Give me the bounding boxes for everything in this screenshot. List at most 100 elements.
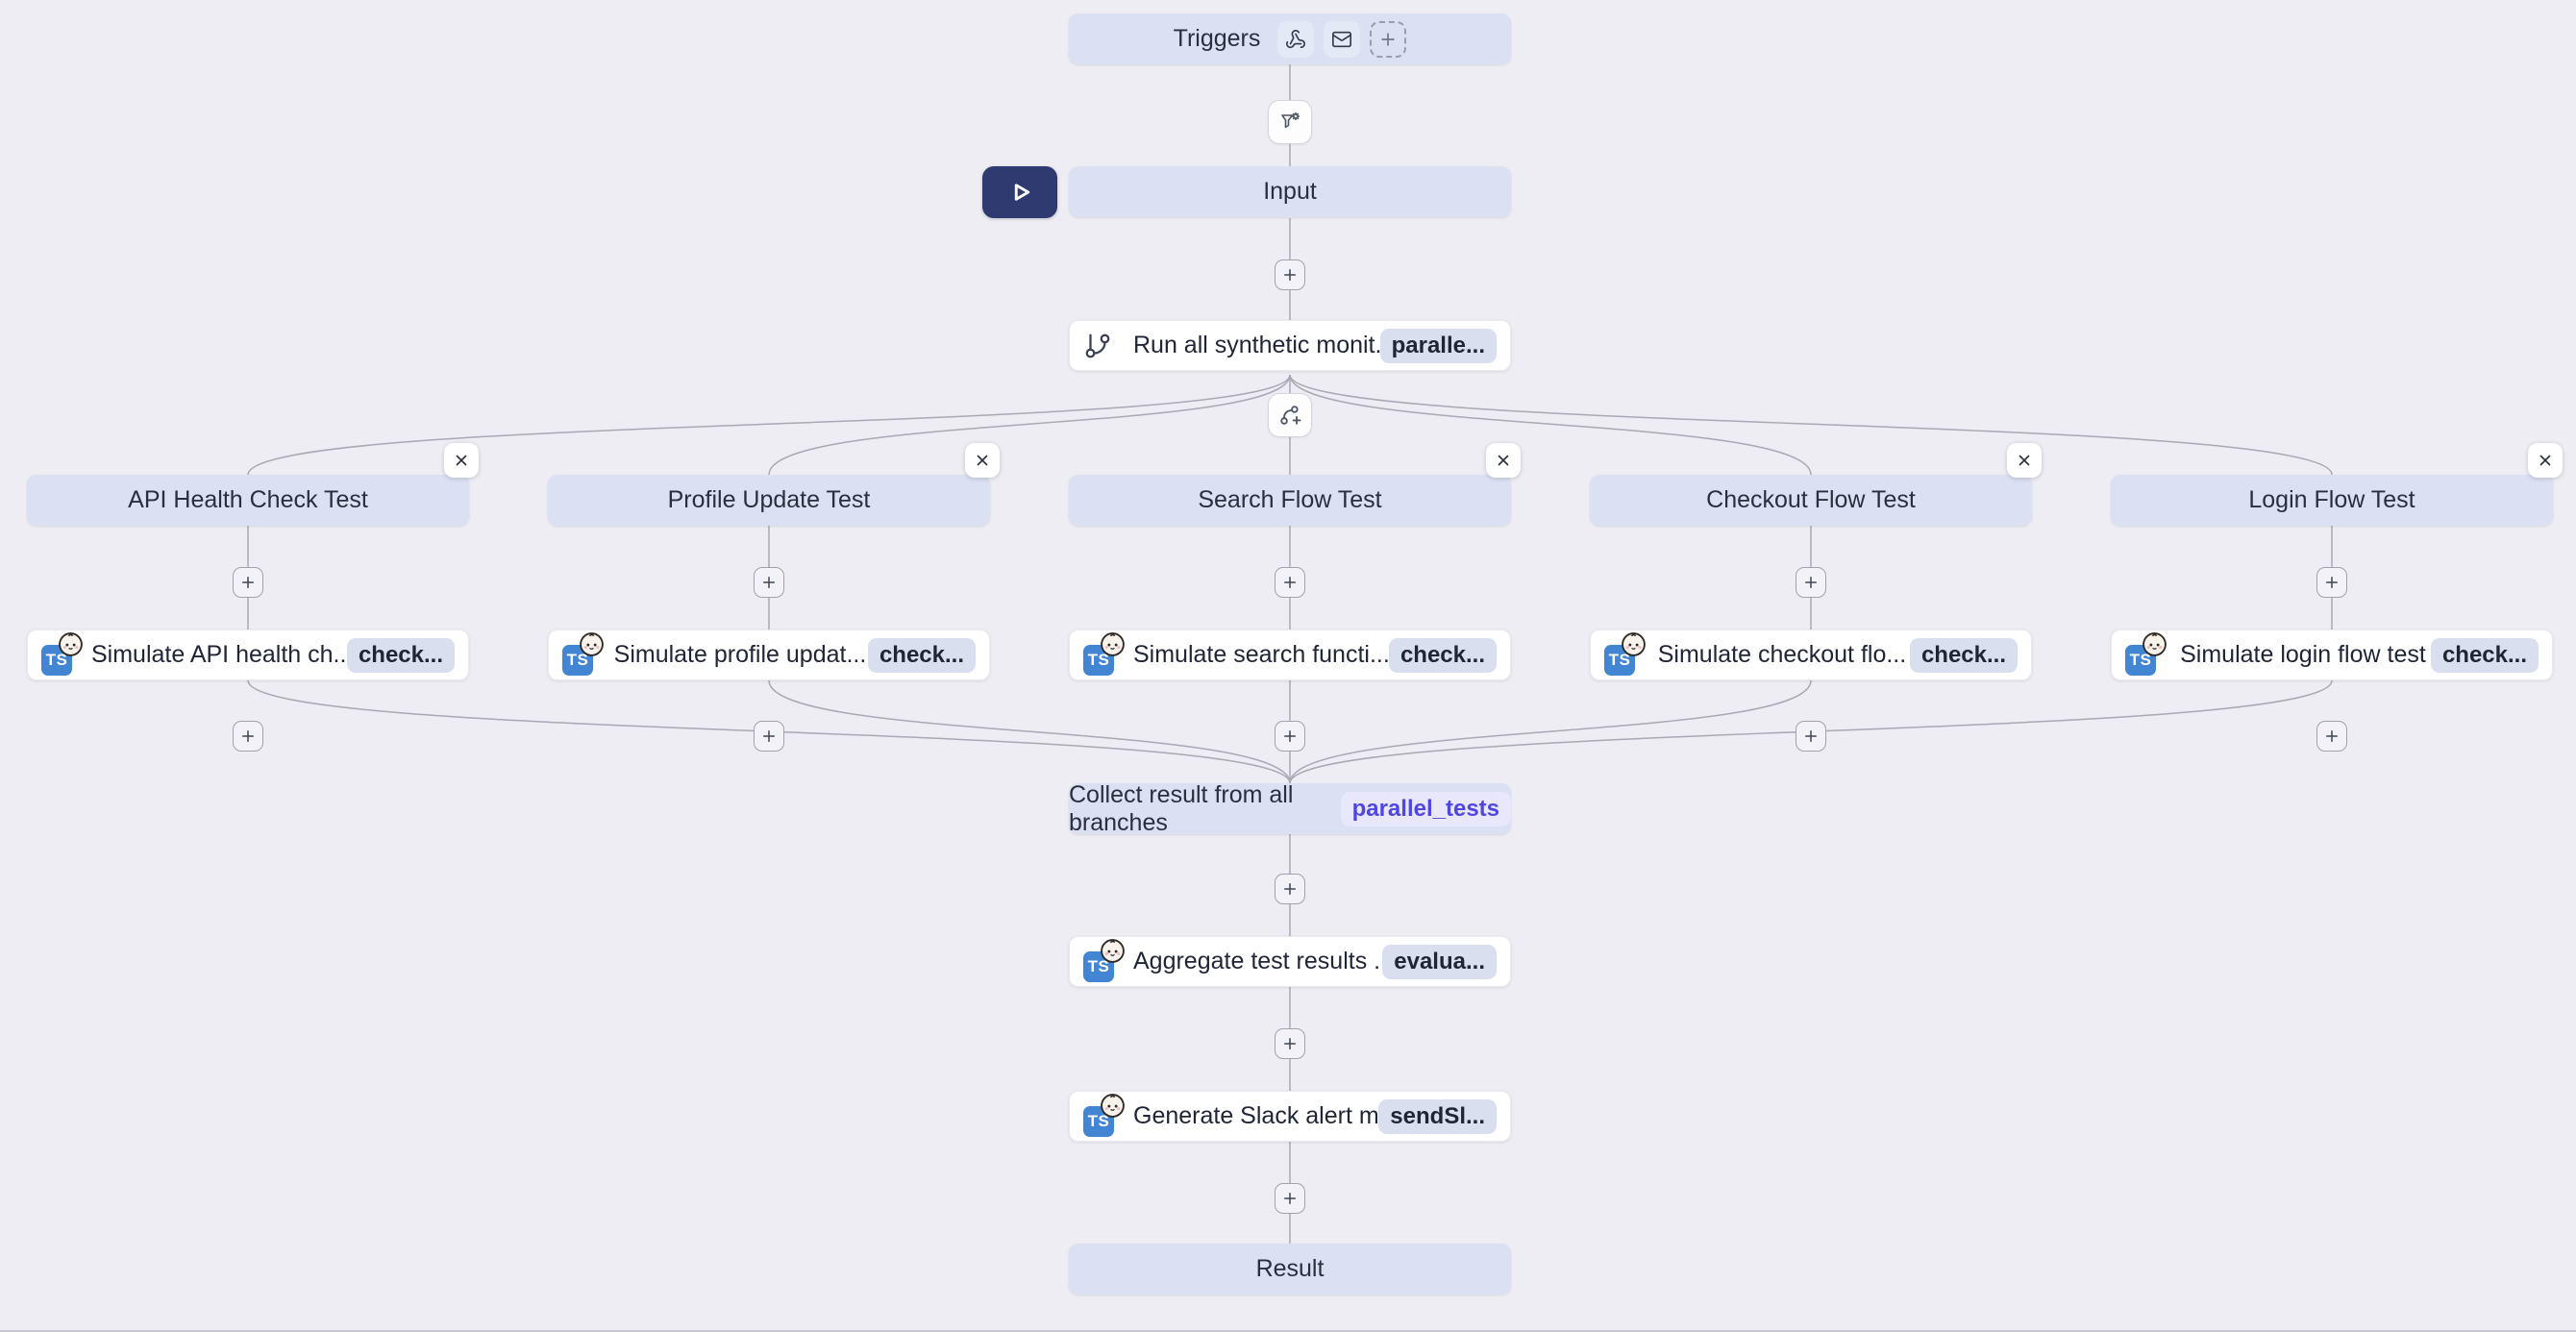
typescript-bun-icon: TS	[2125, 631, 2175, 676]
email-trigger-button[interactable]	[1324, 20, 1361, 58]
step-title: Run all synthetic monit...	[1133, 332, 1380, 358]
close-icon	[974, 452, 991, 469]
input-label: Input	[1263, 178, 1317, 205]
remove-branch-button[interactable]	[1486, 443, 1521, 478]
script-step-node[interactable]: TS Simulate search functi... check...	[1069, 629, 1511, 680]
branch-title: API Health Check Test	[128, 486, 368, 513]
branch-header-node[interactable]: Search Flow Test	[1069, 475, 1511, 526]
branch-plus-icon	[1277, 403, 1302, 428]
plus-icon	[1281, 1190, 1299, 1207]
step-title: Simulate checkout flo...	[1657, 641, 1907, 668]
script-step-node[interactable]: TS Simulate login flow test check...	[2111, 629, 2553, 680]
add-step-button[interactable]	[1275, 721, 1305, 752]
collect-title: Collect result from all branches	[1069, 780, 1294, 836]
close-icon	[1495, 452, 1512, 469]
git-branch-icon	[1083, 332, 1133, 360]
step-id-badge: parallel_tests	[1340, 791, 1511, 826]
step-title: Simulate API health ch...	[91, 641, 347, 668]
close-icon	[2016, 452, 2033, 469]
add-branch-button[interactable]	[1268, 393, 1312, 437]
typescript-bun-icon: TS	[41, 631, 91, 676]
typescript-bun-icon: TS	[562, 631, 612, 676]
branch-header-node[interactable]: Profile Update Test	[548, 475, 990, 526]
remove-branch-button[interactable]	[2528, 443, 2563, 478]
plus-icon	[1281, 1035, 1299, 1052]
plus-icon	[760, 574, 778, 591]
step-id-badge: check...	[2430, 637, 2539, 673]
add-step-button[interactable]	[1796, 721, 1826, 752]
remove-branch-button[interactable]	[2007, 443, 2042, 478]
result-node[interactable]: Result	[1069, 1244, 1511, 1295]
step-id-badge: paralle...	[1379, 328, 1497, 363]
step-title: Simulate search functi...	[1133, 641, 1389, 668]
add-step-button[interactable]	[1275, 259, 1305, 290]
add-step-button[interactable]	[233, 567, 263, 598]
triggers-node[interactable]: Triggers	[1069, 13, 1511, 64]
add-step-button[interactable]	[1275, 874, 1305, 904]
plus-icon	[1281, 266, 1299, 284]
filter-settings-icon	[1278, 111, 1301, 134]
add-trigger-button[interactable]	[1370, 20, 1407, 58]
result-label: Result	[1255, 1255, 1325, 1282]
plus-icon	[1281, 880, 1299, 898]
step-id-badge: check...	[346, 637, 455, 673]
branch-title: Profile Update Test	[667, 486, 871, 513]
trigger-filter-button[interactable]	[1268, 100, 1312, 144]
branch-header-node[interactable]: Login Flow Test	[2111, 475, 2553, 526]
plus-icon	[2323, 574, 2341, 591]
step-id-badge: check...	[867, 637, 976, 673]
step-title: Simulate profile updat...	[613, 641, 867, 668]
add-step-button[interactable]	[1275, 1028, 1305, 1059]
step-title: Aggregate test results ...	[1133, 948, 1383, 974]
script-step-node[interactable]: TS Aggregate test results ... evalua...	[1069, 936, 1511, 987]
play-icon	[1005, 178, 1034, 207]
branch-header-node[interactable]: Checkout Flow Test	[1590, 475, 2032, 526]
add-step-button[interactable]	[233, 721, 263, 752]
add-step-button[interactable]	[1275, 1183, 1305, 1214]
collect-branches-node[interactable]: Collect result from all branches paralle…	[1069, 780, 1511, 836]
plus-icon	[1802, 574, 1820, 591]
branch-header-node[interactable]: API Health Check Test	[27, 475, 469, 526]
run-flow-button[interactable]	[982, 166, 1057, 218]
typescript-bun-icon: TS	[1083, 1093, 1133, 1137]
add-step-button[interactable]	[2316, 567, 2347, 598]
typescript-bun-icon: TS	[1604, 631, 1654, 676]
add-step-button[interactable]	[2316, 721, 2347, 752]
webhook-icon	[1285, 29, 1306, 50]
step-id-badge: check...	[1909, 637, 2018, 673]
script-step-node[interactable]: TS Simulate checkout flo... check...	[1590, 629, 2032, 680]
add-step-button[interactable]	[1275, 567, 1305, 598]
plus-icon	[2323, 728, 2341, 745]
add-step-button[interactable]	[754, 721, 784, 752]
branch-title: Checkout Flow Test	[1706, 486, 1916, 513]
step-title: Generate Slack alert m...	[1133, 1102, 1379, 1129]
mail-icon	[1331, 29, 1352, 50]
plus-icon	[239, 728, 257, 745]
step-id-badge: check...	[1388, 637, 1497, 673]
close-icon	[2537, 452, 2554, 469]
typescript-bun-icon: TS	[1083, 938, 1133, 982]
branch-title: Login Flow Test	[2248, 486, 2415, 513]
close-icon	[453, 452, 470, 469]
add-step-button[interactable]	[754, 567, 784, 598]
remove-branch-button[interactable]	[965, 443, 1000, 478]
script-step-node[interactable]: TS Simulate API health ch... check...	[27, 629, 469, 680]
script-step-node[interactable]: TS Simulate profile updat... check...	[548, 629, 990, 680]
plus-icon	[239, 574, 257, 591]
script-step-node[interactable]: TS Generate Slack alert m... sendSl...	[1069, 1091, 1511, 1142]
remove-branch-button[interactable]	[444, 443, 479, 478]
plus-icon	[1281, 574, 1299, 591]
add-trigger-icon	[1378, 30, 1398, 49]
plus-icon	[1802, 728, 1820, 745]
add-step-button[interactable]	[1796, 567, 1826, 598]
plus-icon	[1281, 728, 1299, 745]
branch-all-step-node[interactable]: Run all synthetic monit... paralle...	[1069, 320, 1511, 371]
webhook-trigger-button[interactable]	[1277, 20, 1315, 58]
step-id-badge: evalua...	[1382, 944, 1497, 979]
plus-icon	[760, 728, 778, 745]
typescript-bun-icon: TS	[1083, 631, 1133, 676]
input-node[interactable]: Input	[1069, 166, 1511, 217]
step-id-badge: sendSl...	[1378, 1098, 1497, 1134]
step-title: Simulate login flow test	[2180, 641, 2426, 668]
